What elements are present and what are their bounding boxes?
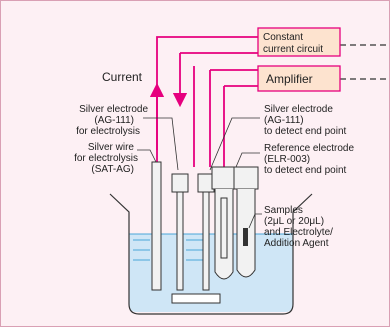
reference-electrode-label-1: Reference electrode [264, 143, 354, 154]
silver-electrode-electrolysis-label-2: (AG-111) [94, 115, 134, 126]
silver-wire-label-2: for electrolysis [74, 153, 138, 164]
amplifier-label: Amplifier [266, 72, 313, 86]
constant-current-label-line1: Constant [263, 32, 303, 43]
silver-wire-label-1: Silver wire [88, 142, 135, 153]
reference-electrode-inner [220, 197, 228, 259]
constant-current-box [257, 27, 341, 57]
samples-label-3: and Electrolyte/ [264, 227, 333, 238]
beaker [109, 193, 313, 315]
constant-current-label-line2: current circuit [263, 44, 323, 55]
silver-wire-electrode [151, 161, 162, 291]
dashed-outputs [340, 44, 388, 80]
sample-tube-cap [233, 166, 259, 190]
amplifier-box [257, 65, 341, 92]
samples-label-1: Samples [264, 205, 303, 216]
wiring [156, 36, 258, 167]
silver-electrode-endpoint-label-1: Silver electrode [264, 104, 333, 115]
silver-electrode-electrolysis-label-1: Silver electrode [79, 104, 148, 115]
silver-wire-label-3: (SAT-AG) [91, 164, 134, 175]
stir-bar [171, 293, 221, 304]
silver-electrode-endpoint-label-2: (AG-111) [264, 115, 304, 126]
silver-electrode-electrolysis-body [176, 191, 184, 291]
silver-electrode-electrolysis-cap [171, 173, 189, 193]
current-label: Current [102, 70, 143, 84]
reference-electrode-label-3: to detect end point [264, 165, 347, 176]
sample-tube-dark-element [243, 228, 248, 246]
samples-label-4: Addition Agent [264, 238, 329, 249]
samples-label-2: (2μL or 20μL) [264, 216, 324, 227]
leader-lines [137, 117, 262, 229]
silver-electrode-endpoint-body [202, 191, 210, 291]
silver-electrode-electrolysis-label-3: for electrolysis [76, 126, 140, 137]
reference-electrode-cap [211, 166, 237, 190]
silver-electrode-endpoint-label-3: to detect end point [264, 126, 347, 137]
reference-electrode-label-2: (ELR-003) [264, 154, 310, 165]
